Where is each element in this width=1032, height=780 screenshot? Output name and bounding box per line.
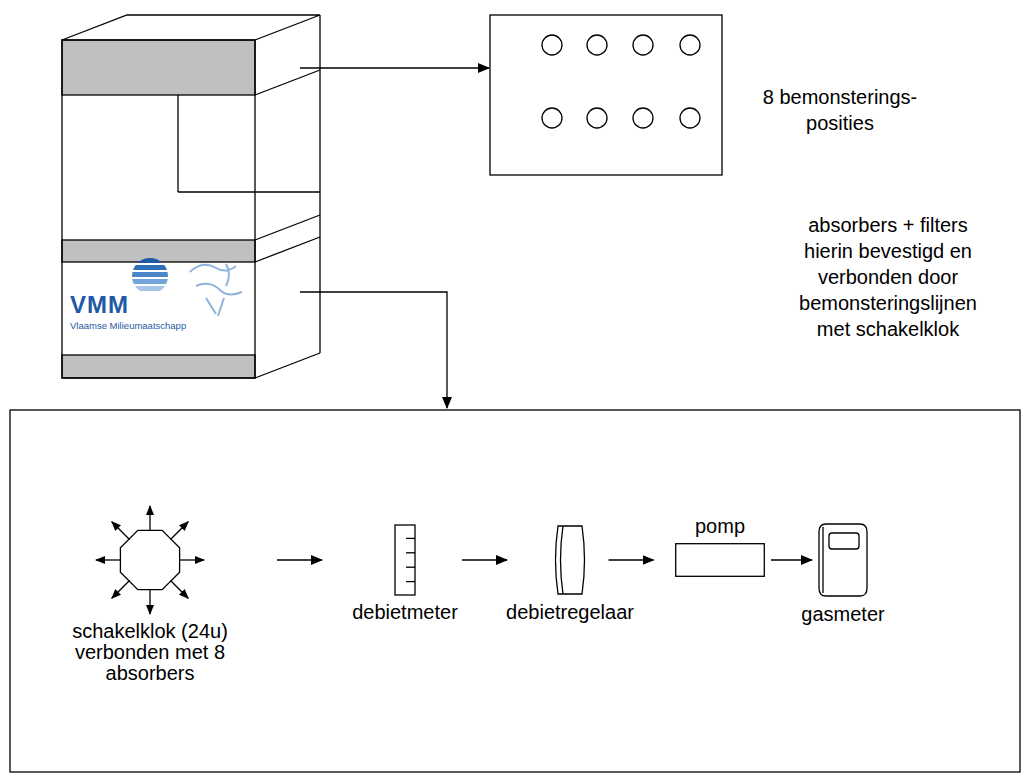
position-note: 8 bemonsterings- posities <box>750 84 930 136</box>
flow-meter: debietmeter <box>394 524 416 596</box>
flow-regulator-outline <box>553 524 587 596</box>
flow-arrow <box>609 559 654 560</box>
flow-meter-outline <box>394 524 416 596</box>
pump-box: pomp <box>675 543 765 577</box>
instrument-caption: schakelklok (24u) verbonden met 8 absorb… <box>60 621 240 684</box>
leader-arrows <box>300 68 489 408</box>
instrument-caption: debietmeter <box>335 602 475 623</box>
instrument-panel <box>10 410 1020 772</box>
instrument-caption: debietregelaar <box>490 602 650 623</box>
flow-arrow <box>277 559 322 560</box>
flow-regulator: debietregelaar <box>553 524 587 596</box>
flow-arrow <box>462 559 507 560</box>
vmm-logo <box>130 258 242 316</box>
gas-meter: gasmeter <box>818 522 868 598</box>
sampling-plate <box>490 15 722 175</box>
pump-box-outline <box>675 543 765 577</box>
sampler-cabinet <box>62 15 320 378</box>
instrument-caption: gasmeter <box>783 604 903 625</box>
switch-clock-outline <box>95 505 205 615</box>
logo-text: VMM <box>70 292 160 318</box>
flow-arrow <box>771 559 812 560</box>
logo-subtitle: Vlaamse Milieumaatschapp <box>70 320 250 332</box>
switch-clock: schakelklok (24u) verbonden met 8 absorb… <box>95 505 205 615</box>
absorber-note: absorbers + filters hierin bevestigd en … <box>782 212 994 342</box>
instrument-caption: pomp <box>665 516 775 537</box>
gas-meter-outline <box>818 522 868 598</box>
